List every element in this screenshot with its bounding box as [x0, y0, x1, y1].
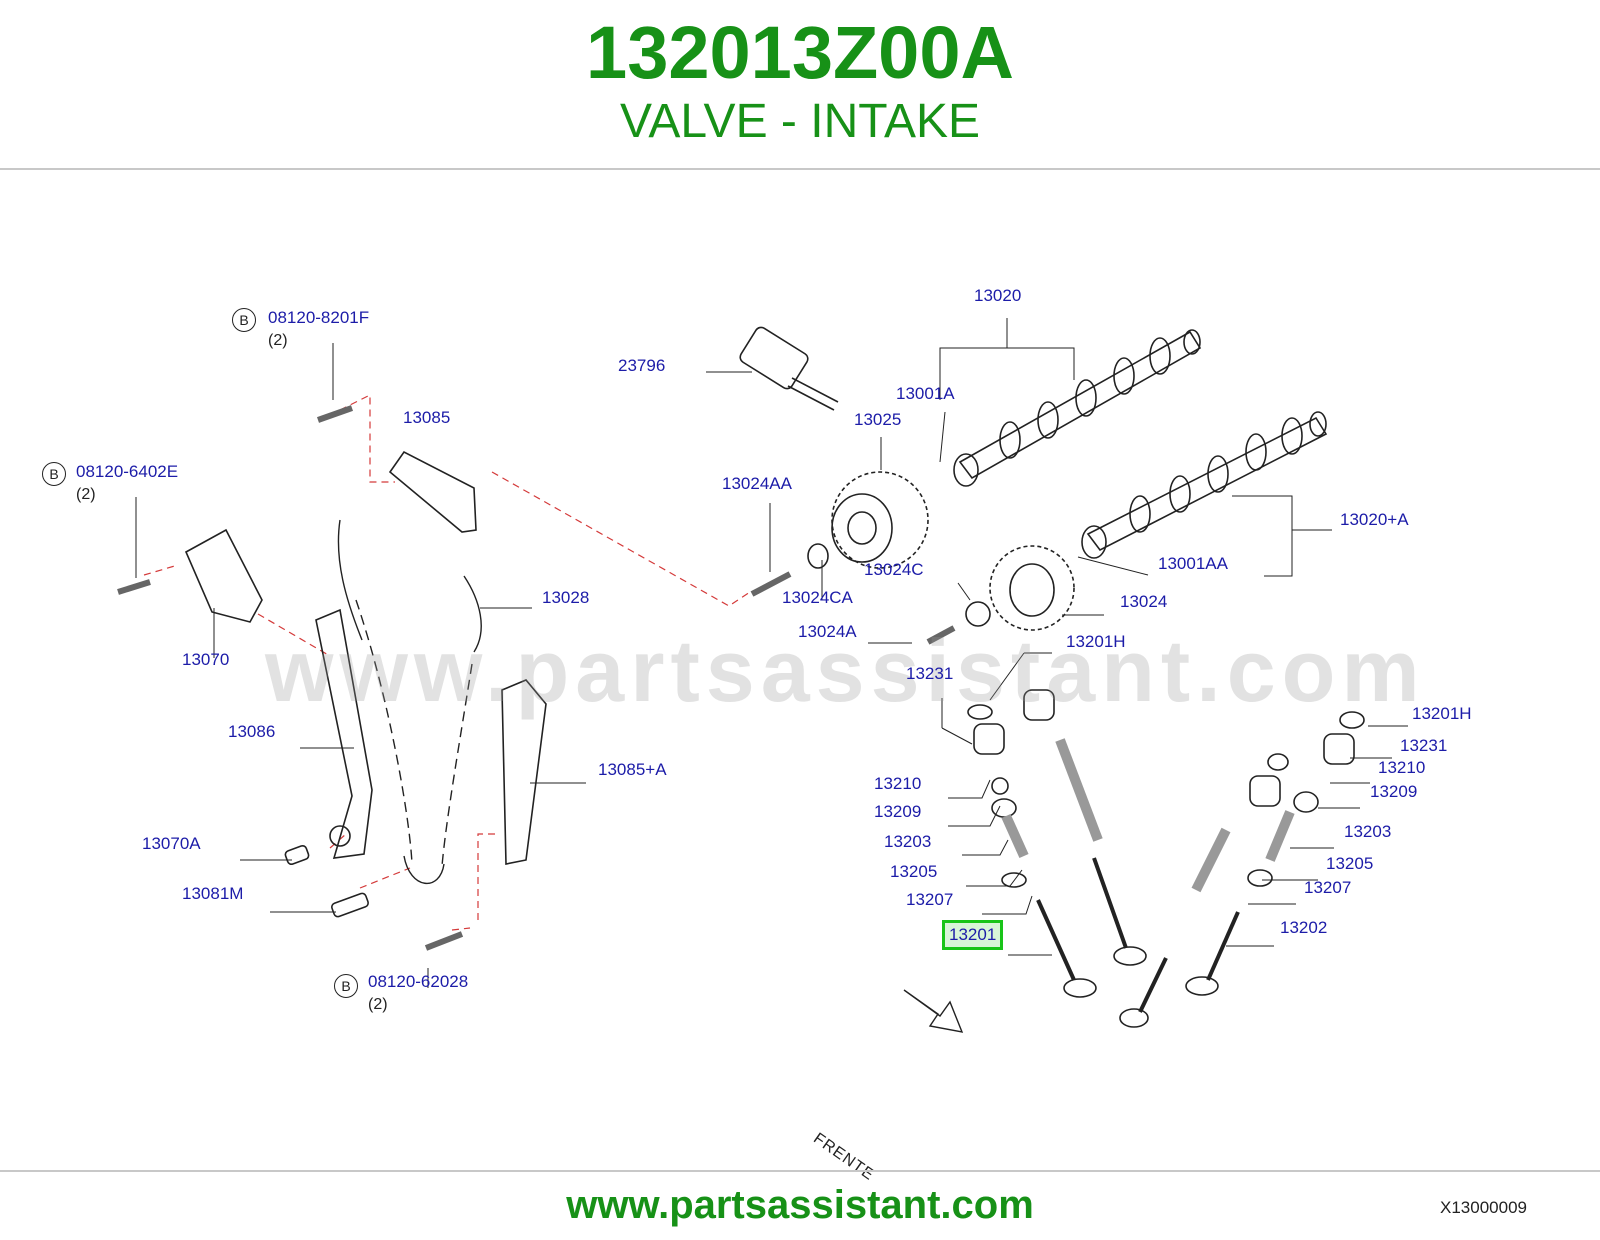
callout-13231[interactable]: 13231	[1400, 736, 1448, 755]
diagram-code: X13000009	[1440, 1198, 1527, 1217]
callout-13210[interactable]: 13210	[874, 774, 922, 793]
callout-13001A[interactable]: 13001A	[896, 384, 955, 403]
bolt-badge-b: B	[334, 974, 358, 998]
qty-08120-8201F: (2)	[268, 332, 288, 349]
callout-13085-A[interactable]: 13085+A	[598, 760, 667, 779]
callout-13070[interactable]: 13070	[182, 650, 230, 669]
callout-13209[interactable]: 13209	[1370, 782, 1418, 801]
callout-13024C[interactable]: 13024C	[864, 560, 924, 579]
callout-13024CA[interactable]: 13024CA	[782, 588, 853, 607]
callout-13205[interactable]: 13205	[1326, 854, 1374, 873]
callout-13086[interactable]: 13086	[228, 722, 276, 741]
callout-13201H[interactable]: 13201H	[1066, 632, 1126, 651]
callout-13205[interactable]: 13205	[890, 862, 938, 881]
callout-13028[interactable]: 13028	[542, 588, 590, 607]
qty-08120-6402E: (2)	[76, 486, 96, 503]
callout-13231[interactable]: 13231	[906, 664, 954, 683]
callout-13024AA[interactable]: 13024AA	[722, 474, 792, 493]
callout-08120-62028[interactable]: 08120-62028	[368, 972, 469, 991]
callout-13209[interactable]: 13209	[874, 802, 922, 821]
callout-13207[interactable]: 13207	[1304, 878, 1352, 897]
callout-13025[interactable]: 13025	[854, 410, 902, 429]
parts-diagram: www.partsassistant.com B 08120-8201F (2)…	[0, 170, 1600, 1217]
callout-13020[interactable]: 13020	[974, 286, 1022, 305]
callout-13207[interactable]: 13207	[906, 890, 954, 909]
part-name-subtitle: VALVE - INTAKE	[619, 95, 981, 148]
footer-website-link[interactable]: www.partsassistant.com	[566, 1183, 1034, 1227]
callout-13001AA[interactable]: 13001AA	[1158, 554, 1228, 573]
callout-23796[interactable]: 23796	[618, 356, 666, 375]
callout-08120-8201F[interactable]: 08120-8201F	[268, 308, 370, 327]
callout-13081M[interactable]: 13081M	[182, 884, 244, 903]
callout-13203[interactable]: 13203	[1344, 822, 1392, 841]
callout-13201H[interactable]: 13201H	[1412, 704, 1472, 723]
callout-13203[interactable]: 13203	[884, 832, 932, 851]
header-divider	[0, 168, 1600, 170]
callout-13070A[interactable]: 13070A	[142, 834, 201, 853]
callout-13201-highlighted[interactable]: 13201	[942, 920, 1004, 950]
callout-13202[interactable]: 13202	[1280, 918, 1328, 937]
part-number-title: 132013Z00A	[586, 11, 1014, 94]
callout-13024A[interactable]: 13024A	[798, 622, 857, 641]
page-header: 132013Z00A VALVE - INTAKE	[0, 0, 1600, 168]
bolt-badge-b: B	[232, 308, 256, 332]
callout-13020-A[interactable]: 13020+A	[1340, 510, 1409, 529]
callout-08120-6402E[interactable]: 08120-6402E	[76, 462, 179, 481]
footer-divider	[0, 1170, 1600, 1172]
parts-drawing	[117, 318, 1408, 1033]
callout-13085[interactable]: 13085	[403, 408, 451, 427]
qty-08120-62028: (2)	[368, 996, 388, 1013]
bolt-badge-b: B	[42, 462, 66, 486]
callout-13024[interactable]: 13024	[1120, 592, 1168, 611]
callout-13210[interactable]: 13210	[1378, 758, 1426, 777]
watermark-text: www.partsassistant.com	[265, 621, 1426, 720]
